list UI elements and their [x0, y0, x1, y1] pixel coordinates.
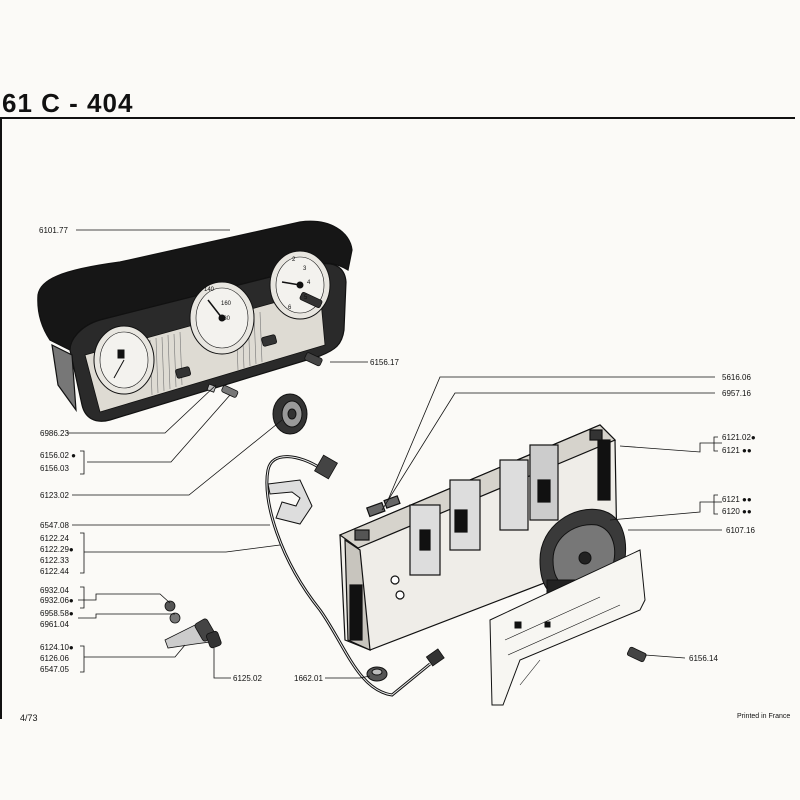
gauge-left	[93, 325, 155, 395]
callout-6156-02: 6156.02 ●	[40, 451, 76, 460]
callout-6121-02: 6121.02●	[722, 433, 756, 442]
printed-circuit-board	[489, 549, 646, 706]
knob-disc	[272, 393, 308, 435]
speedometer-cable	[265, 454, 445, 697]
lamp-holder-parts	[164, 600, 222, 649]
header-rule	[0, 117, 795, 119]
callout-6120: 6120 ●●	[722, 507, 752, 516]
small-parts-left	[206, 352, 323, 398]
cluster-knobs	[175, 291, 323, 379]
gauge-number-3: 3	[303, 266, 307, 272]
gauge-tachometer	[269, 250, 331, 320]
page-header: 61 C - 404	[0, 88, 800, 122]
gauge-number-2: 2	[292, 257, 296, 263]
grommet-1662	[366, 666, 388, 682]
callout-6121-b: 6121 ●●	[722, 495, 752, 504]
callout-6156-14: 6156.14	[689, 654, 718, 663]
instrument-backing-box	[338, 424, 618, 651]
screw-6156-14	[626, 646, 647, 663]
callout-6123-02: 6123.02	[40, 491, 69, 500]
callout-6122-44: 6122.44	[40, 567, 69, 576]
callout-6932-04: 6932.04	[40, 586, 69, 595]
callout-6547-05: 6547.05	[40, 665, 69, 674]
gauge-number-160: 160	[221, 301, 232, 307]
leader-brackets	[80, 436, 718, 673]
callout-6986-23: 6986.23	[40, 429, 69, 438]
gauge-speedometer	[189, 281, 255, 355]
callout-6932-06: 6932.06●	[40, 596, 74, 605]
callout-6124-10: 6124.10●	[40, 643, 74, 652]
callout-1662-01: 1662.01	[294, 674, 323, 683]
page-number: 4/73	[20, 713, 38, 723]
callout-6957-16: 6957.16	[722, 389, 751, 398]
callout-6122-24: 6122.24	[40, 534, 69, 543]
callout-6125-02: 6125.02	[233, 674, 262, 683]
cable-clamp	[267, 479, 313, 525]
callout-6547-08: 6547.08	[40, 521, 69, 530]
callout-6961-04: 6961.04	[40, 620, 69, 629]
callout-6122-33: 6122.33	[40, 556, 69, 565]
callout-6121-a: 6121 ●●	[722, 446, 752, 455]
page-title: 61 C - 404	[2, 88, 134, 118]
gauge-number-6: 6	[288, 305, 292, 311]
frame-left-rule	[0, 119, 2, 719]
gauge-number-140: 140	[204, 287, 215, 293]
callout-6126-06: 6126.06	[40, 654, 69, 663]
callout-6156-17: 6156.17	[370, 358, 399, 367]
callout-6156-03: 6156.03	[40, 464, 69, 473]
leader-lines	[67, 229, 722, 679]
callout-5616-06: 5616.06	[722, 373, 751, 382]
callout-6958-58: 6958.58●	[40, 609, 74, 618]
gauge-number-180: 180	[220, 316, 231, 322]
callout-6122-29: 6122.29●	[40, 545, 74, 554]
callout-6101-77: 6101.77	[39, 226, 68, 235]
gauge-number-4: 4	[307, 280, 311, 286]
printed-in-note: Printed in France	[737, 713, 791, 720]
callout-6107-16: 6107.16	[726, 526, 755, 535]
gauge-number-5: 5	[304, 295, 308, 301]
